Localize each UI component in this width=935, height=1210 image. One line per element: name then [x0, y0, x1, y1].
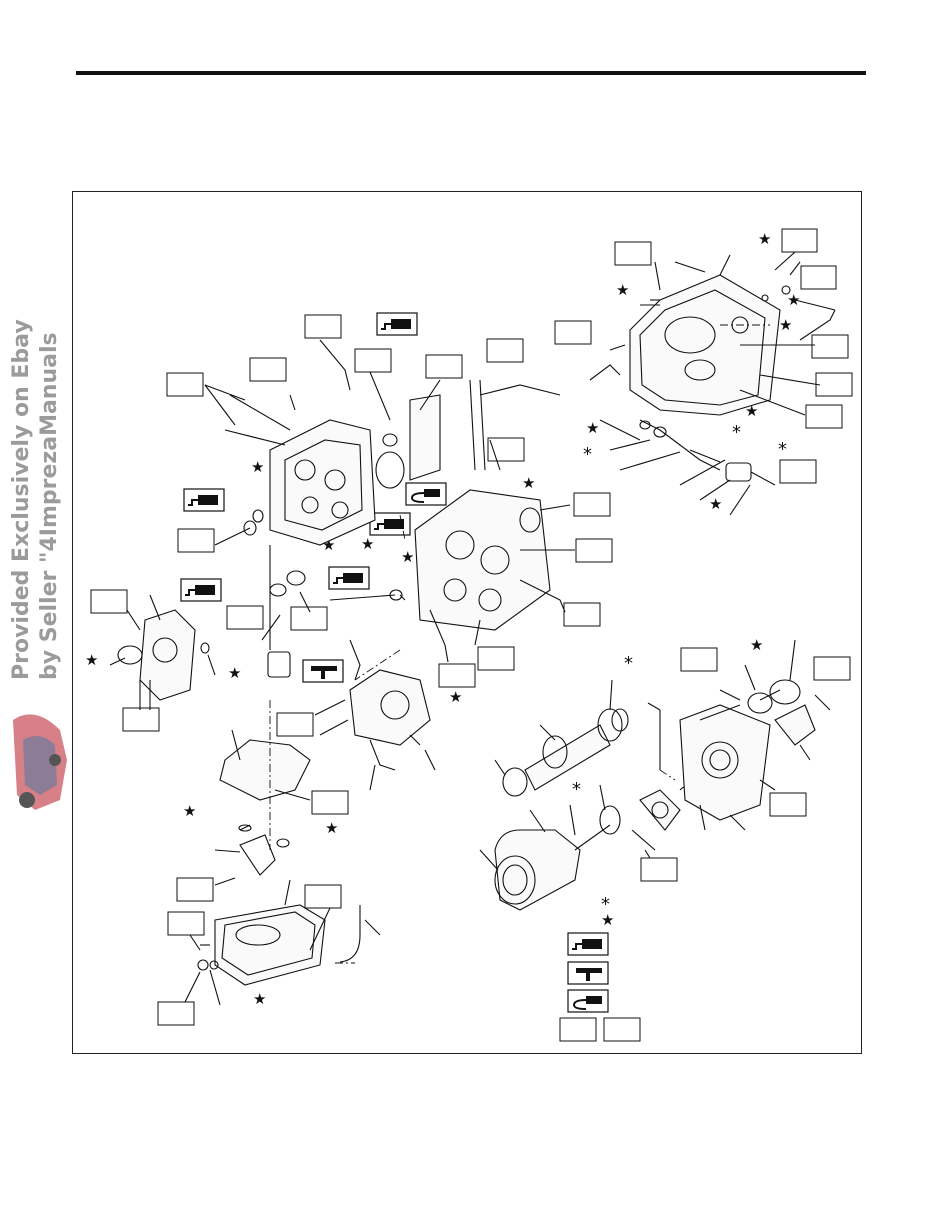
- svg-text:★: ★: [522, 474, 535, 492]
- svg-text:★: ★: [228, 664, 241, 682]
- engine-block-right: [329, 379, 575, 681]
- svg-text:*: *: [778, 439, 787, 460]
- alignment-lines: [269, 324, 770, 964]
- svg-text:★: ★: [401, 548, 414, 566]
- star-markers: ★ ★ ★ ★ ★ ★ ★ ★ ★ ★ ★ ★ ★ ★ ★ ★ ★ ★ ★ ★ …: [85, 230, 800, 1008]
- grease-tube-icon: [180, 578, 222, 602]
- oil-pan: [184, 879, 381, 1006]
- grease-tube-icon: [183, 488, 225, 512]
- oil-pump-cover: [109, 594, 216, 710]
- grease-tube-icon: [567, 932, 609, 956]
- diagram-frame: [72, 191, 862, 1054]
- svg-text:★: ★: [601, 911, 614, 929]
- extension-housing: [647, 639, 831, 831]
- car-logo-icon: [13, 714, 67, 810]
- svg-text:★: ★: [758, 230, 771, 248]
- sealant-applicator-icon: [302, 659, 344, 683]
- engine-block-left: [204, 339, 441, 678]
- svg-text:★: ★: [750, 636, 763, 654]
- svg-text:★: ★: [253, 990, 266, 1008]
- svg-text:★: ★: [616, 281, 629, 299]
- svg-text:★: ★: [85, 651, 98, 669]
- water-pump-housing: [314, 669, 436, 791]
- grease-tube-icon: [328, 566, 370, 590]
- liquid-gasket-icon: [567, 989, 609, 1013]
- svg-text:*: *: [624, 653, 633, 674]
- svg-text:★: ★: [325, 819, 338, 837]
- header-rule: [76, 71, 866, 75]
- callout-boxes: [90, 228, 853, 1042]
- svg-text:★: ★: [779, 316, 792, 334]
- svg-text:★: ★: [361, 535, 374, 553]
- sealant-applicator-icon: [567, 961, 609, 985]
- liquid-gasket-icon: [405, 482, 447, 506]
- svg-text:*: *: [732, 422, 741, 443]
- grease-tube-icon: [369, 512, 411, 536]
- svg-text:★: ★: [251, 458, 264, 476]
- svg-text:★: ★: [709, 495, 722, 513]
- grease-tube-icon: [376, 312, 418, 336]
- svg-text:*: *: [572, 779, 581, 800]
- transfer-case-housing: [589, 251, 836, 516]
- svg-text:★: ★: [787, 291, 800, 309]
- svg-text:*: *: [583, 444, 592, 465]
- svg-text:*: *: [601, 894, 610, 915]
- svg-text:★: ★: [586, 419, 599, 437]
- svg-text:★: ★: [183, 802, 196, 820]
- svg-text:★: ★: [449, 688, 462, 706]
- baffle-plate: [214, 729, 311, 886]
